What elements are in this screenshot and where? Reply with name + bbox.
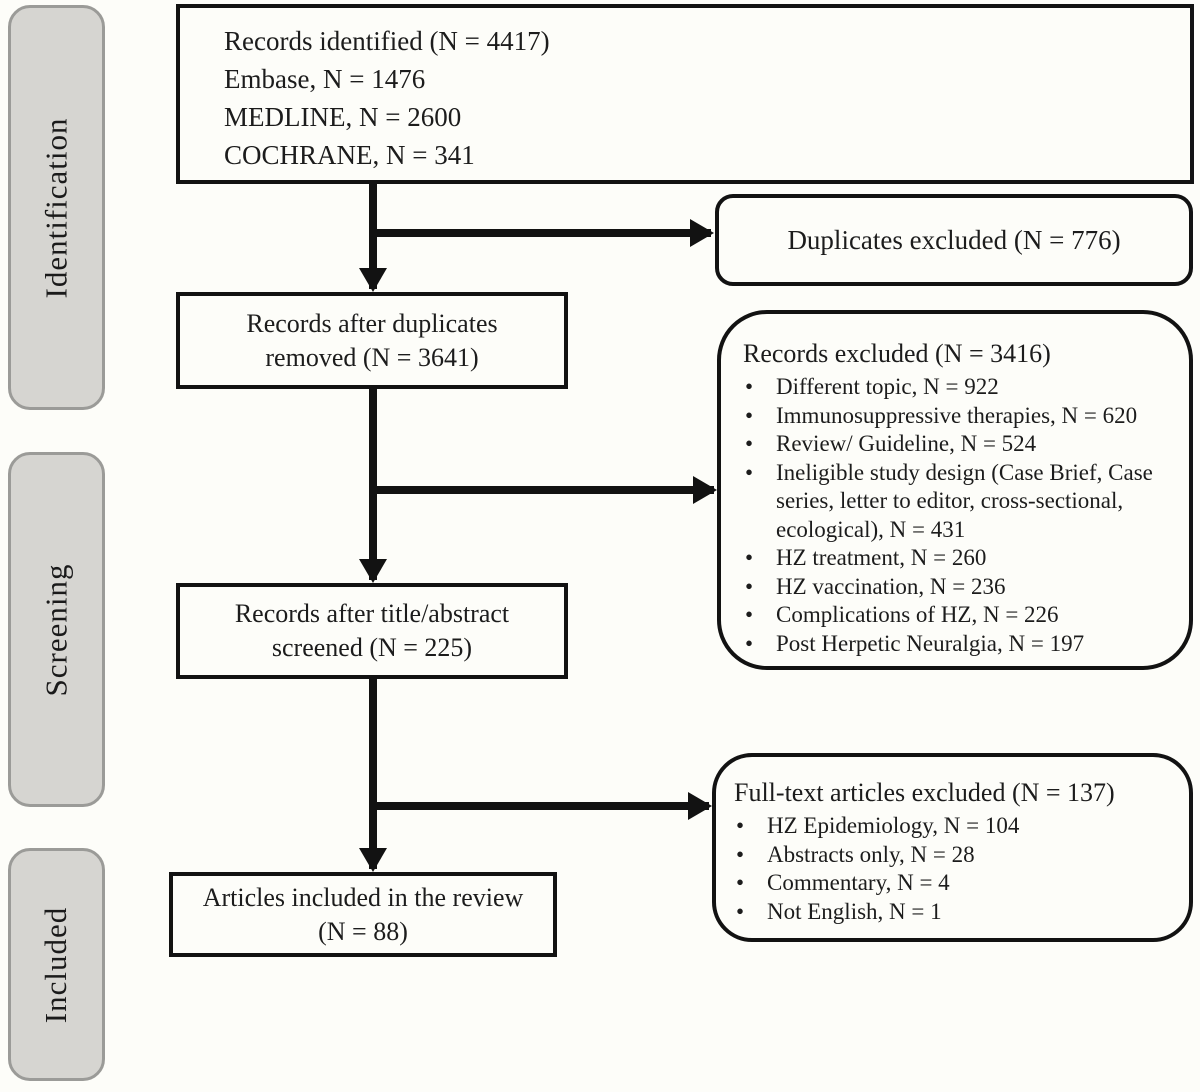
- stage-included-label: Included: [38, 906, 74, 1023]
- fulltext-excluded-title: Full-text articles excluded (N = 137): [734, 778, 1115, 807]
- records-excluded-box: Records excluded (N = 3416) Different to…: [717, 310, 1193, 670]
- fulltext-excluded-item: Not English, N = 1: [734, 898, 1175, 927]
- records-after-duplicates-box: Records after duplicates removed (N = 36…: [176, 292, 568, 389]
- records-excluded-item: Different topic, N = 922: [743, 373, 1177, 402]
- records-excluded-item: Post Herpetic Neuralgia, N = 197: [743, 630, 1177, 659]
- records-identified-line: Embase, N = 1476: [224, 64, 426, 94]
- duplicates-excluded-label: Duplicates excluded (N = 776): [787, 225, 1121, 255]
- fulltext-excluded-box: Full-text articles excluded (N = 137) HZ…: [712, 753, 1193, 942]
- fulltext-excluded-item-text: Not English, N = 1: [767, 898, 942, 924]
- fulltext-excluded-item: Commentary, N = 4: [734, 869, 1175, 898]
- records-excluded-item: Complications of HZ, N = 226: [743, 601, 1177, 630]
- fulltext-excluded-item: HZ Epidemiology, N = 104: [734, 812, 1175, 841]
- stage-included: Included: [8, 848, 105, 1081]
- records-excluded-item-text: HZ vaccination, N = 236: [776, 573, 1006, 599]
- fulltext-excluded-item-text: HZ Epidemiology, N = 104: [767, 813, 1020, 838]
- records-excluded-item: Immunosuppressive therapies, N = 620: [743, 402, 1177, 431]
- stage-screening-label: Screening: [38, 563, 74, 696]
- title-abstract-screened-box: Records after title/abstract screened (N…: [176, 583, 568, 679]
- records-excluded-item: HZ treatment, N = 260: [743, 544, 1177, 573]
- records-after-duplicates-label: Records after duplicates removed (N = 36…: [246, 308, 498, 372]
- records-identified-box: Records identified (N = 4417) Embase, N =…: [176, 4, 1194, 184]
- fulltext-excluded-item: Abstracts only, N = 28: [734, 841, 1175, 870]
- records-excluded-title: Records excluded (N = 3416): [743, 339, 1051, 368]
- records-excluded-item-text: HZ treatment, N = 260: [776, 545, 987, 570]
- records-identified-line: Records identified (N = 4417): [224, 26, 550, 56]
- records-excluded-item: HZ vaccination, N = 236: [743, 573, 1177, 602]
- fulltext-excluded-item-text: Abstracts only, N = 28: [767, 841, 975, 867]
- records-excluded-item-text: Post Herpetic Neuralgia, N = 197: [776, 630, 1085, 656]
- stage-identification: Identification: [8, 5, 105, 410]
- records-excluded-item-text: Complications of HZ, N = 226: [776, 602, 1059, 627]
- articles-included-label: Articles included in the review (N = 88): [202, 882, 524, 946]
- stage-screening: Screening: [8, 452, 105, 807]
- records-identified-line: MEDLINE, N = 2600: [224, 102, 462, 132]
- records-excluded-item: Review/ Guideline, N = 524: [743, 430, 1177, 459]
- stage-identification-label: Identification: [38, 117, 74, 298]
- articles-included-box: Articles included in the review (N = 88): [169, 872, 557, 957]
- records-excluded-item-text: Different topic, N = 922: [776, 374, 999, 399]
- duplicates-excluded-box: Duplicates excluded (N = 776): [715, 194, 1193, 286]
- records-excluded-item: Ineligible study design (Case Brief, Cas…: [743, 459, 1177, 545]
- records-excluded-item-text: Review/ Guideline, N = 524: [776, 431, 1037, 456]
- records-excluded-item-text: Ineligible study design (Case Brief, Cas…: [776, 459, 1153, 542]
- title-abstract-screened-label: Records after title/abstract screened (N…: [234, 599, 510, 662]
- records-identified-line: COCHRANE, N = 341: [224, 140, 475, 170]
- records-excluded-item-text: Immunosuppressive therapies, N = 620: [776, 402, 1138, 428]
- fulltext-excluded-item-text: Commentary, N = 4: [767, 870, 950, 895]
